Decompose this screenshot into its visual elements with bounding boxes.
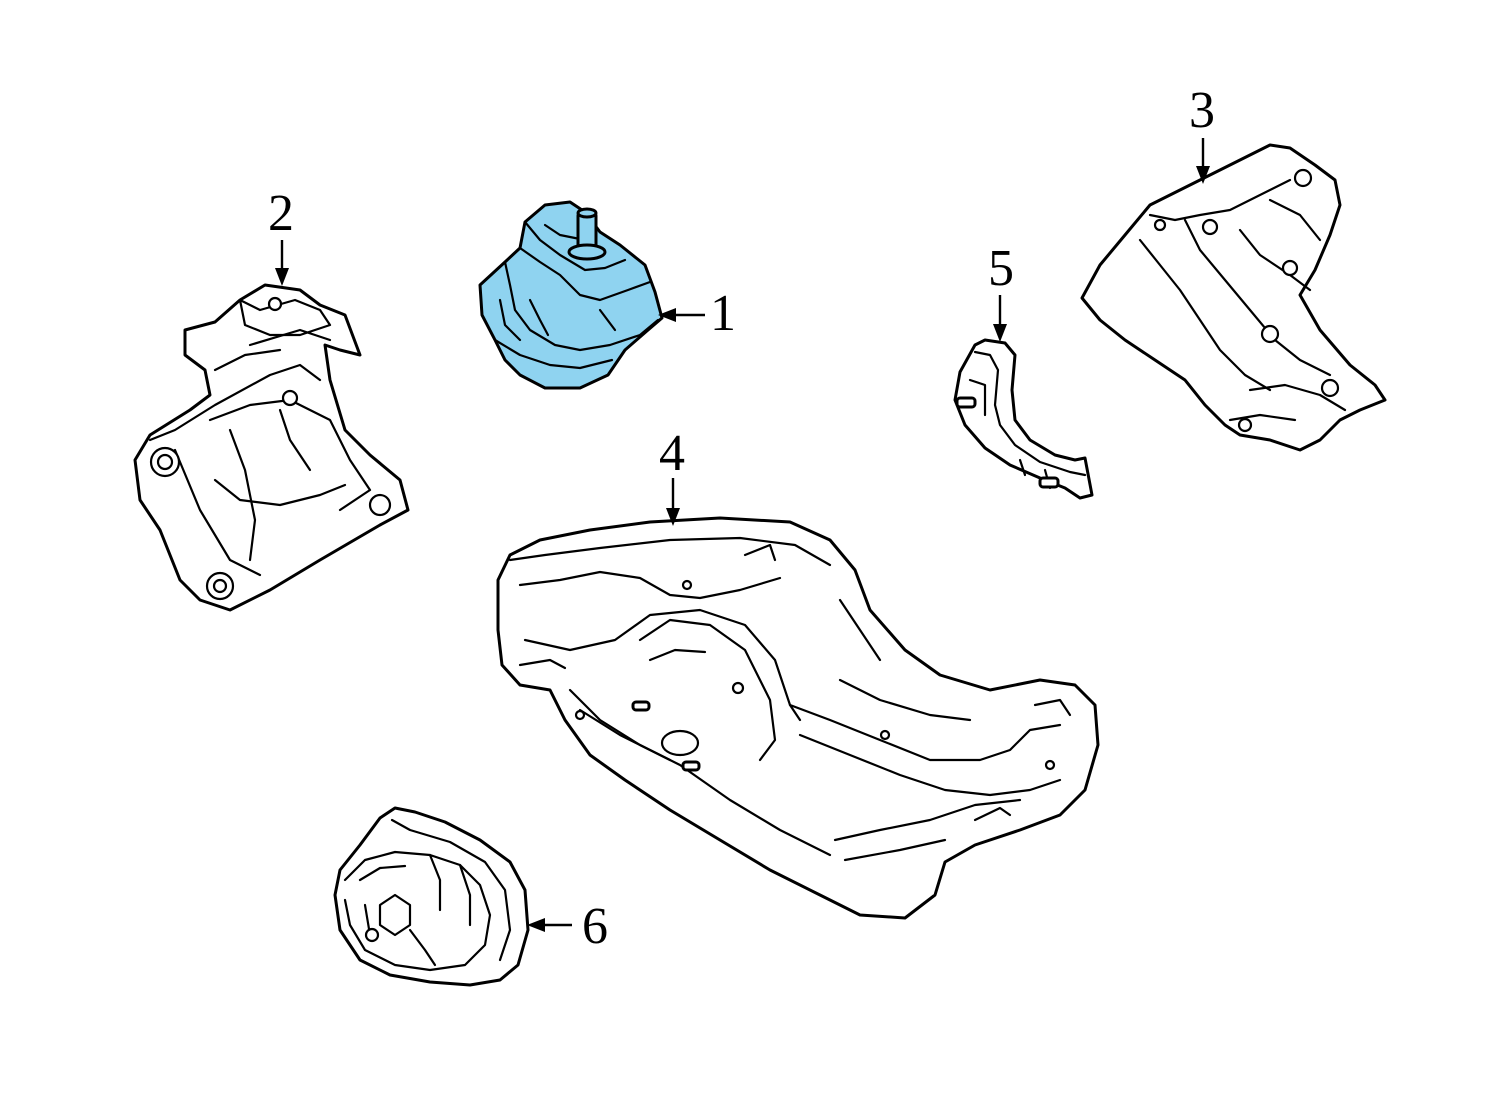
callout-2: 2 — [268, 185, 294, 242]
part-3-bracket[interactable] — [1080, 143, 1387, 452]
part-5-bracket[interactable] — [953, 338, 1094, 500]
part-1-engine-mount[interactable] — [478, 200, 664, 390]
callout-6: 6 — [582, 898, 608, 955]
part-4-crossmember[interactable] — [496, 516, 1100, 920]
callout-4: 4 — [659, 425, 685, 482]
part-2-bracket[interactable] — [133, 283, 410, 612]
callout-3: 3 — [1189, 82, 1215, 139]
part-6-transmission-mount[interactable] — [333, 806, 530, 987]
callout-1: 1 — [710, 285, 736, 342]
callout-5: 5 — [988, 240, 1014, 297]
callout-arrows — [275, 138, 1210, 932]
